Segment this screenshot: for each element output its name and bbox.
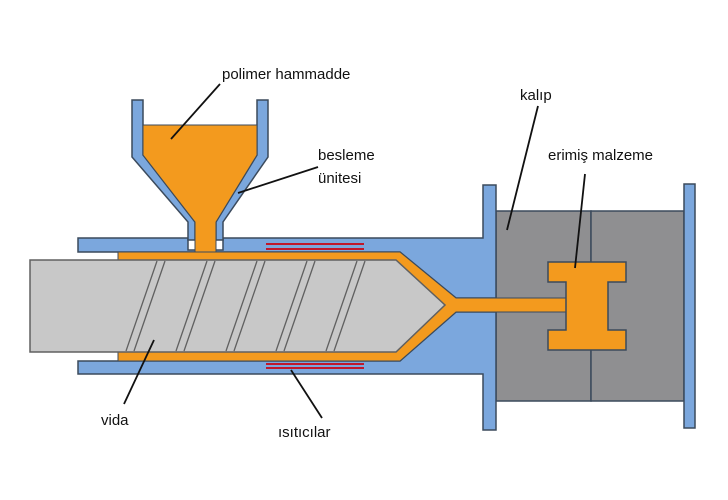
mold-cavity-part: [547, 261, 627, 351]
clamp-plate: [683, 183, 696, 429]
label-mold: kalıp: [520, 87, 552, 104]
leader-screw: [123, 339, 155, 405]
leader-molten: [574, 173, 586, 269]
label-feed-unit-line2: ünitesi: [318, 170, 361, 187]
leader-heaters: [290, 369, 323, 419]
screw-flights: [125, 260, 366, 352]
leader-hopper: [170, 83, 221, 140]
label-heaters: ısıtıcılar: [278, 424, 331, 441]
label-screw: vida: [101, 412, 129, 429]
heater-bottom: [266, 363, 364, 369]
heater-top: [266, 243, 364, 250]
leader-feed-unit: [237, 166, 319, 194]
screw: [29, 259, 447, 353]
leader-mold: [506, 105, 539, 231]
label-hopper: polimer hammadde: [222, 66, 350, 83]
label-molten: erimiş malzeme: [548, 147, 653, 164]
label-feed-unit-line1: besleme: [318, 147, 375, 164]
